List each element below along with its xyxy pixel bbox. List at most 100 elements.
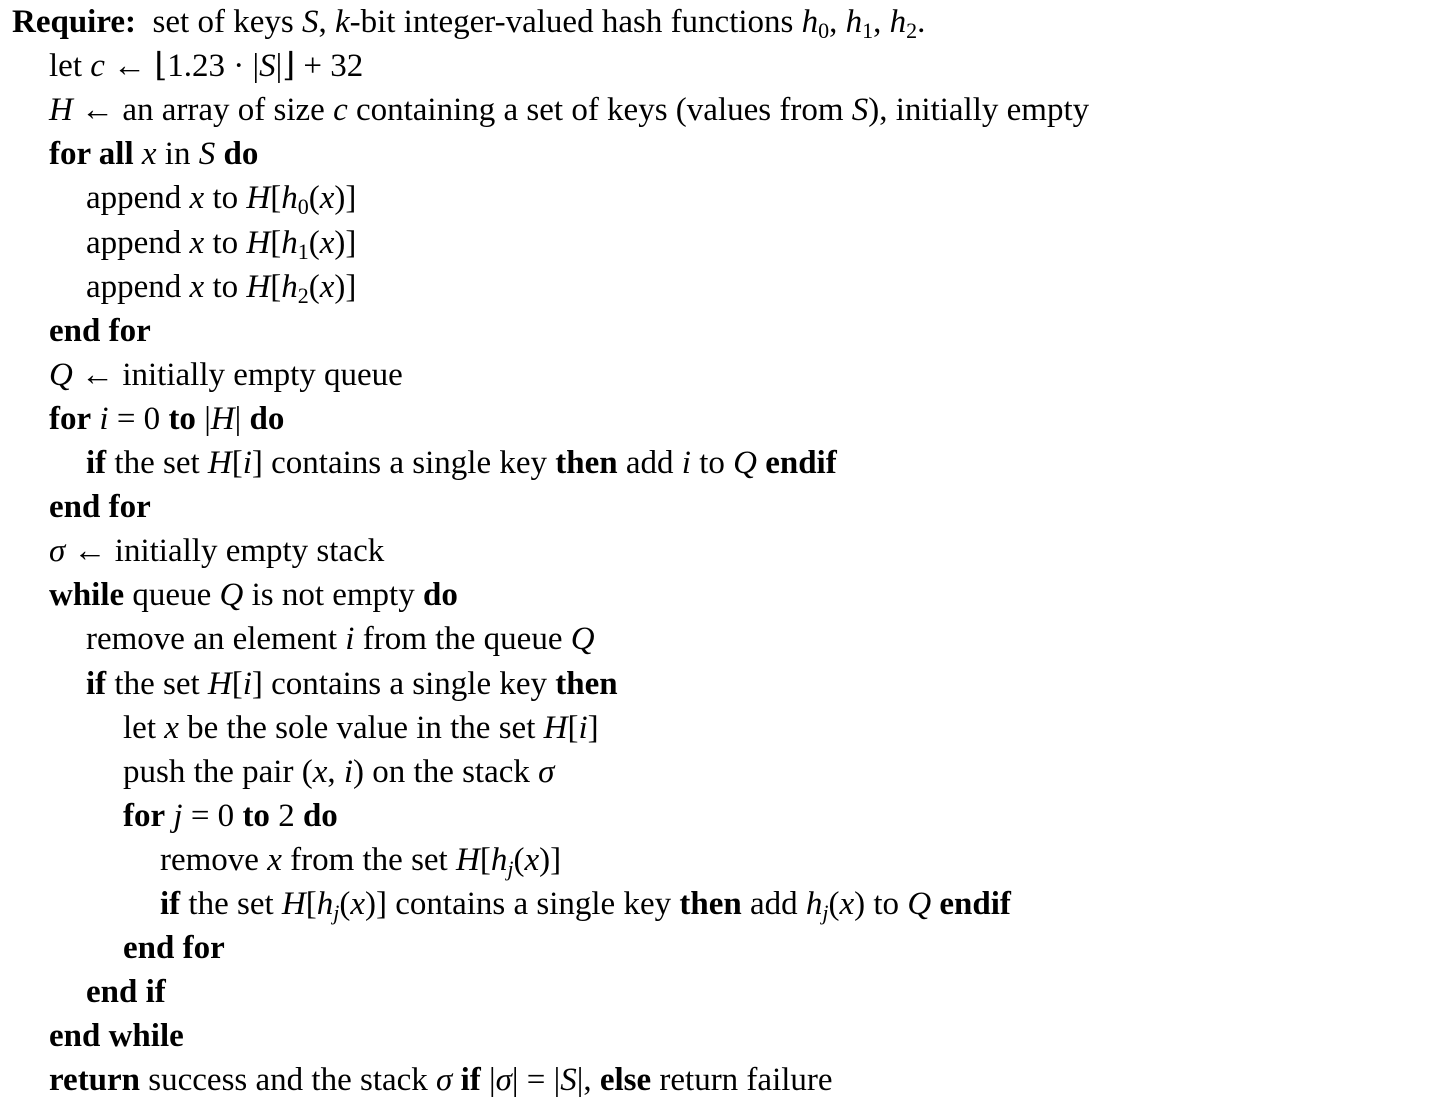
algorithm-token: (	[308, 224, 320, 261]
algorithm-line: for all x in S do	[49, 132, 258, 176]
algorithm-token: -bit integer-valued hash functions	[349, 4, 802, 40]
algorithm-token: set of keys	[136, 4, 302, 40]
algorithm-token: in	[156, 136, 199, 173]
algorithm-token: Q	[219, 577, 244, 614]
algorithm-token: add	[617, 445, 682, 481]
algorithm-token: = 0	[182, 797, 243, 834]
algorithm-token: h	[845, 4, 863, 40]
algorithm-token: remove an element	[86, 621, 346, 658]
algorithm-token: [	[270, 224, 282, 261]
algorithm-line: Q ← initially empty queue	[49, 353, 403, 397]
algorithm-token: x	[319, 180, 335, 217]
algorithm-token: Q	[733, 445, 757, 481]
algorithm-line: while queue Q is not empty do	[49, 573, 458, 617]
algorithm-token: H	[543, 709, 568, 746]
algorithm-token: end for	[123, 930, 225, 967]
algorithm-token: [	[231, 445, 243, 481]
algorithm-token: σ	[495, 1062, 512, 1099]
algorithm-token: [	[231, 665, 243, 702]
algorithm-token: add	[741, 886, 806, 922]
algorithm-token: |	[480, 1062, 496, 1099]
algorithm-token: S	[198, 136, 216, 173]
algorithm-token: (	[513, 841, 525, 878]
algorithm-line: Require: set of keys S, k-bit integer-va…	[12, 0, 925, 44]
algorithm-token: x	[267, 841, 282, 878]
algorithm-token: end for	[49, 312, 151, 349]
algorithm-token: for all	[49, 136, 134, 173]
algorithm-token: x	[524, 841, 540, 878]
algorithm-token: )]	[334, 180, 357, 217]
algorithm-line: if the set H[i] contains a single key th…	[86, 662, 618, 706]
algorithm-token: 2	[269, 797, 303, 834]
algorithm-token: x	[350, 886, 366, 922]
algorithm-token: append	[86, 268, 190, 305]
algorithm-token: )]	[334, 224, 357, 261]
algorithm-token: ,	[873, 4, 890, 40]
algorithm-token: x	[189, 180, 205, 217]
algorithm-token	[134, 136, 142, 172]
algorithm-token: endif	[939, 886, 1011, 922]
algorithm-token: end if	[86, 974, 166, 1011]
algorithm-token	[452, 1062, 460, 1098]
algorithm-token: x	[319, 224, 335, 261]
algorithm-token: H	[207, 445, 232, 481]
algorithm-token: h	[889, 4, 907, 40]
algorithm-token: if	[160, 886, 181, 922]
algorithm-line: σ ← initially empty stack	[49, 529, 384, 573]
algorithm-token: i	[242, 445, 252, 481]
algorithm-line: end for	[49, 485, 151, 529]
algorithm-token: 1	[862, 18, 874, 43]
algorithm-line: push the pair (x, i) on the stack σ	[123, 750, 554, 794]
algorithm-token: i	[345, 621, 355, 658]
algorithm-line: end if	[86, 970, 166, 1014]
algorithm-token: x	[839, 886, 855, 922]
algorithm-token: containing a set of keys (values from	[347, 92, 852, 129]
algorithm-token: i	[242, 665, 252, 702]
algorithm-token: Q	[570, 621, 595, 658]
algorithm-token: |⌋ + 32	[275, 48, 364, 85]
algorithm-token: i	[681, 445, 691, 481]
algorithm-token: |,	[576, 1062, 600, 1099]
algorithm-token: push the pair (	[123, 753, 313, 790]
algorithm-token: (	[308, 268, 320, 305]
algorithm-token: ]	[587, 709, 599, 746]
algorithm-token: the set	[106, 665, 208, 702]
algorithm-token: Q	[907, 886, 932, 922]
algorithm-token: to	[204, 268, 247, 305]
algorithm-token: (	[339, 886, 351, 922]
algorithm-token: to	[690, 445, 734, 481]
algorithm-line: return success and the stack σ if |σ| = …	[49, 1058, 833, 1102]
algorithm-token: if	[460, 1062, 481, 1099]
algorithm-token: )] contains a single key	[365, 886, 680, 922]
algorithm-token: )]	[539, 841, 562, 878]
algorithm-token: σ	[49, 533, 66, 570]
algorithm-token: S	[560, 1062, 577, 1099]
algorithm-token: h	[316, 886, 334, 922]
algorithm-token: 2	[297, 282, 309, 308]
algorithm-line: H ← an array of size c containing a set …	[49, 88, 1089, 132]
algorithm-token: h	[801, 4, 819, 40]
algorithm-token: ), initially empty	[868, 92, 1090, 129]
algorithm-token: ,	[327, 753, 344, 790]
algorithm-token: end for	[49, 489, 151, 526]
algorithm-token: [	[305, 886, 317, 922]
algorithm-token: return failure	[651, 1062, 833, 1099]
algorithm-token: j	[333, 900, 340, 925]
algorithm-line: end while	[49, 1014, 184, 1058]
algorithm-token: [	[567, 709, 579, 746]
algorithm-line: append x to H[h2(x)]	[86, 265, 356, 309]
algorithm-token: ] contains a single key	[251, 445, 556, 481]
algorithm-token: x	[189, 224, 205, 261]
algorithm-token: σ	[436, 1062, 453, 1099]
algorithm-token: ] contains a single key	[251, 665, 556, 702]
algorithm-line: append x to H[h1(x)]	[86, 221, 356, 265]
algorithm-line: if the set H[i] contains a single key th…	[86, 441, 837, 485]
algorithm-line: end for	[123, 926, 225, 970]
algorithm-token: S	[301, 4, 319, 40]
algorithm-token: j	[822, 900, 829, 925]
algorithm-token: S	[851, 92, 869, 129]
algorithm-token: j	[173, 797, 183, 834]
algorithm-token: ,	[829, 4, 846, 40]
algorithm-token: H	[246, 224, 271, 261]
algorithm-token: .	[917, 4, 926, 40]
